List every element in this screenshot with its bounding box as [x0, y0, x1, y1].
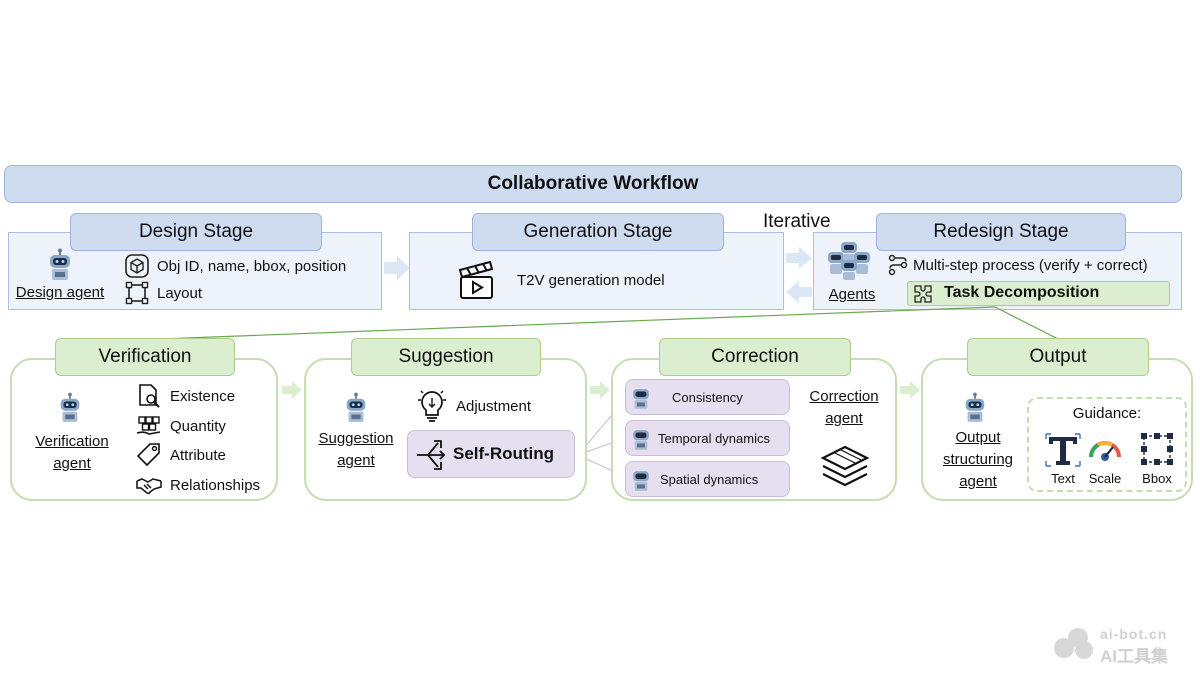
boxes-hand-icon: [136, 416, 161, 435]
arrow-left-icon: [786, 281, 812, 303]
robot-icon: [633, 471, 649, 491]
arrow-right-icon: [590, 381, 610, 399]
arrow-right-icon: [384, 256, 410, 280]
correction-title: Correction: [659, 338, 851, 376]
process-flow-icon: [888, 254, 908, 276]
watermark-logo-icon: [1054, 628, 1093, 659]
task-decomposition-box: Task Decomposition: [907, 281, 1170, 306]
verification-item-quantity: Quantity: [136, 413, 226, 439]
redesign-stage-title: Redesign Stage: [876, 213, 1126, 251]
layers-icon: [820, 445, 870, 487]
bbox-icon: [1141, 433, 1173, 465]
task-decomposition-label: Task Decomposition: [944, 284, 1100, 301]
correction-item-temporal: Temporal dynamics: [625, 420, 790, 456]
correction-agent-label: Correction agent: [809, 388, 879, 427]
guidance-bbox-label: Bbox: [1142, 471, 1172, 486]
guidance-scale-label: Scale: [1088, 471, 1122, 486]
routing-arrows-icon: [417, 440, 446, 470]
document-search-icon: [139, 384, 160, 408]
handshake-icon: [136, 478, 162, 495]
workflow-title: Collaborative Workflow: [487, 173, 699, 194]
lightbulb-icon: [418, 390, 446, 422]
output-title: Output: [967, 338, 1149, 376]
object-cube-icon: [125, 254, 149, 278]
workflow-banner: Collaborative Workflow: [4, 165, 1182, 203]
correction-item-consistency: Consistency: [625, 379, 790, 415]
watermark-text: AI工具集: [1100, 647, 1168, 666]
robot-icon: [965, 392, 985, 422]
generation-model-row: T2V generation model: [457, 260, 665, 300]
agents-group-icon: [828, 242, 870, 280]
robot-icon: [633, 389, 649, 409]
suggestion-adjustment-row: Adjustment: [416, 388, 531, 424]
arrow-right-icon: [900, 381, 920, 399]
design-item-layout: Layout: [125, 281, 202, 305]
iterative-label: Iterative: [763, 211, 831, 232]
redesign-agents-label: Agents: [828, 286, 876, 303]
design-item-obj: Obj ID, name, bbox, position: [125, 254, 346, 278]
verification-item-relationships: Relationships: [136, 472, 260, 498]
verification-title: Verification: [55, 338, 235, 376]
robot-icon: [50, 248, 70, 280]
verification-agent-label: Verification agent: [35, 433, 109, 472]
generation-stage-title: Generation Stage: [472, 213, 724, 251]
tag-icon: [136, 443, 160, 467]
self-routing-box: Self-Routing: [407, 430, 575, 478]
arrow-right-icon: [282, 381, 302, 399]
layout-icon: [125, 281, 149, 305]
redesign-process-row: Multi-step process (verify + correct): [888, 254, 1148, 276]
gauge-icon: [1089, 441, 1121, 461]
verification-item-existence: Existence: [136, 383, 235, 409]
guidance-label: Guidance:: [1072, 405, 1142, 422]
guidance-box: Guidance: Text Scale Bbox: [1027, 397, 1187, 492]
guidance-text-label: Text: [1051, 471, 1075, 486]
robot-icon: [633, 430, 649, 450]
verification-item-attribute: Attribute: [136, 442, 226, 468]
suggestion-agent-label: Suggestion agent: [318, 430, 394, 469]
robot-icon: [60, 392, 80, 422]
text-icon: [1045, 433, 1081, 467]
suggestion-title: Suggestion: [351, 338, 541, 376]
puzzle-icon: [914, 285, 932, 303]
arrow-right-icon: [786, 247, 812, 269]
correction-item-spatial: Spatial dynamics: [625, 461, 790, 497]
output-agent-label: Output structuring agent: [942, 429, 1014, 490]
clapperboard-icon: [458, 260, 494, 299]
output-panel: [921, 358, 1193, 501]
self-routing-label: Self-Routing: [453, 444, 555, 463]
design-agent-label: Design agent: [15, 284, 105, 301]
watermark-url: ai-bot.cn: [1100, 626, 1168, 642]
robot-icon: [346, 392, 366, 422]
design-stage-title: Design Stage: [70, 213, 322, 251]
